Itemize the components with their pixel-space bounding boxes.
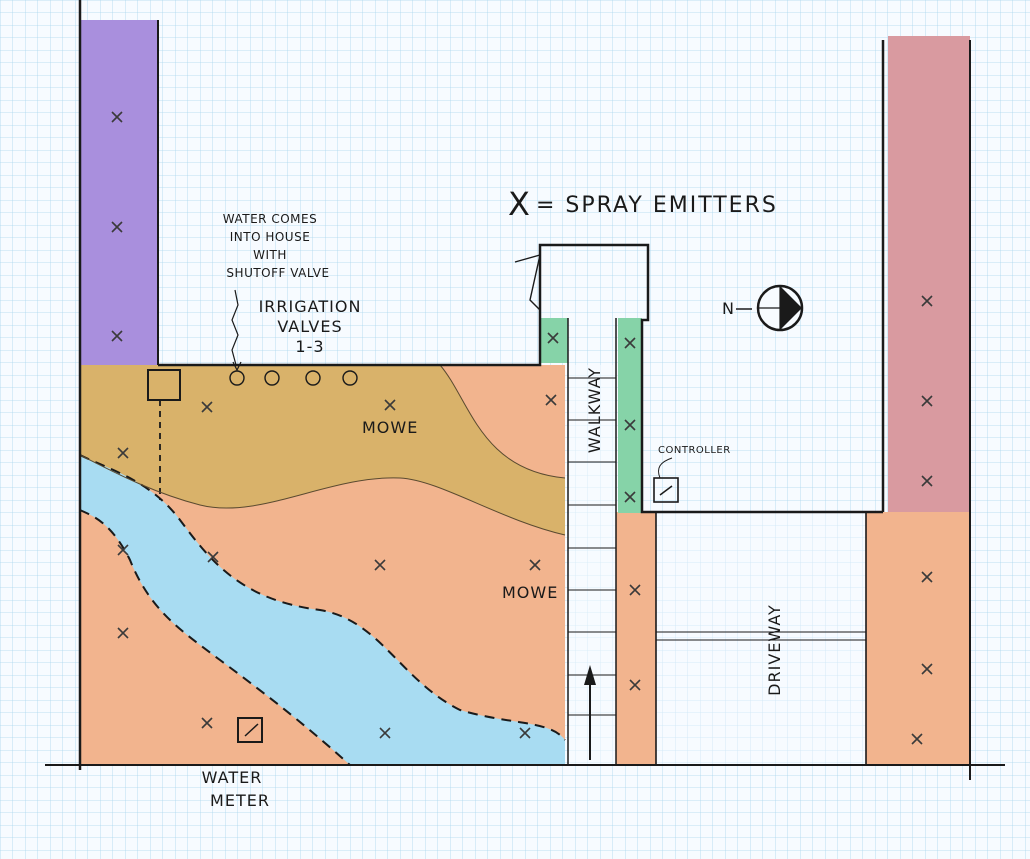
walkway-edges — [567, 318, 617, 765]
emitter-icon — [201, 401, 213, 413]
controller-leader — [658, 457, 673, 479]
emitter-icon — [921, 395, 933, 407]
north-label: N — [722, 299, 735, 318]
orange-zone-strip — [616, 512, 656, 765]
water-meter-box — [237, 717, 263, 743]
controller-arrow — [659, 485, 673, 496]
blue-zone-border-bottom — [79, 509, 351, 766]
emitter-icon — [111, 221, 123, 233]
north-arrow-icon — [756, 284, 804, 332]
walkway-joints — [568, 377, 616, 716]
valves-leader-arrow — [232, 361, 242, 372]
water-entry-line-4: SHUTOFF VALVE — [226, 266, 329, 280]
orange-zone-right — [866, 512, 970, 765]
valves-line-3: 1-3 — [295, 337, 324, 356]
spray-emitters — [111, 111, 933, 745]
emitter-icon — [529, 559, 541, 571]
emitter-icon — [921, 663, 933, 675]
walkway-area — [568, 365, 616, 765]
driveway-label: DRIVEWAY — [765, 604, 784, 696]
valves-line-2: VALVES — [277, 317, 342, 336]
emitter-icon — [629, 679, 641, 691]
emitter-icon — [921, 475, 933, 487]
emitter-icon — [111, 111, 123, 123]
emitter-icon — [117, 447, 129, 459]
water-entry-line-3: WITH — [253, 248, 287, 262]
emitter-icon — [384, 399, 396, 411]
emitter-icon — [629, 584, 641, 596]
water-entry-line-2: INTO HOUSE — [230, 230, 311, 244]
gold-border-upper — [439, 364, 566, 479]
emitter-icon — [921, 571, 933, 583]
emitter-icon — [545, 394, 557, 406]
water-entry-label: WATER COMES INTO HOUSE WITH SHUTOFF VALV… — [223, 212, 329, 280]
emitter-icon — [117, 544, 129, 556]
driveway-edges — [655, 512, 867, 765]
mowe-lower-label: MOWE — [502, 583, 558, 602]
water-meter-arrow — [244, 723, 259, 737]
gold-border-lower — [79, 454, 566, 536]
water-entry-line-1: WATER COMES — [223, 212, 317, 226]
emitter-icon — [547, 332, 559, 344]
entry-jog — [514, 254, 541, 311]
water-meter-line-2: METER — [210, 791, 270, 810]
controller-label: CONTROLLER — [658, 445, 731, 456]
walkway-arrow-head — [584, 665, 596, 685]
blue-zone — [80, 455, 565, 765]
valve-4 — [342, 370, 358, 386]
emitter-icon — [111, 330, 123, 342]
legend: X = SPRAY EMITTERS — [508, 185, 778, 223]
water-meter-line-1: WATER — [202, 768, 263, 787]
valves-line-1: IRRIGATION — [259, 297, 362, 316]
irrigation-valves — [229, 370, 358, 386]
emitter-icon — [624, 491, 636, 503]
legend-symbol: X — [508, 185, 530, 223]
emitter-icon — [379, 727, 391, 739]
green-zone-left — [540, 318, 568, 363]
irrigation-valves-label: IRRIGATION VALVES 1-3 — [259, 297, 362, 356]
emitter-icon — [207, 551, 219, 563]
emitter-icon — [519, 727, 531, 739]
emitter-icon — [117, 627, 129, 639]
driveway-joint — [656, 631, 866, 641]
green-zone-right — [618, 318, 642, 513]
driveway-area — [656, 512, 866, 765]
gold-zone — [80, 365, 565, 535]
controller-box — [653, 477, 679, 503]
emitter-icon — [624, 337, 636, 349]
emitter-icon — [201, 717, 213, 729]
house-outline — [158, 243, 883, 514]
emitter-icon — [921, 295, 933, 307]
valves-leader — [231, 289, 239, 366]
emitter-icon — [911, 733, 923, 745]
emitter-icon — [624, 419, 636, 431]
mowe-upper-label: MOWE — [362, 418, 418, 437]
water-meter-label: WATER METER — [202, 768, 270, 810]
emitter-icon — [374, 559, 386, 571]
shutoff-valve-box — [147, 369, 181, 401]
red-zone — [888, 36, 970, 514]
legend-text: = SPRAY EMITTERS — [536, 193, 778, 218]
walkway-label: WALKWAY — [585, 367, 604, 453]
blue-zone-border-top — [79, 454, 566, 741]
purple-zone — [80, 20, 158, 365]
valve-2 — [264, 370, 280, 386]
valve-3 — [305, 370, 321, 386]
